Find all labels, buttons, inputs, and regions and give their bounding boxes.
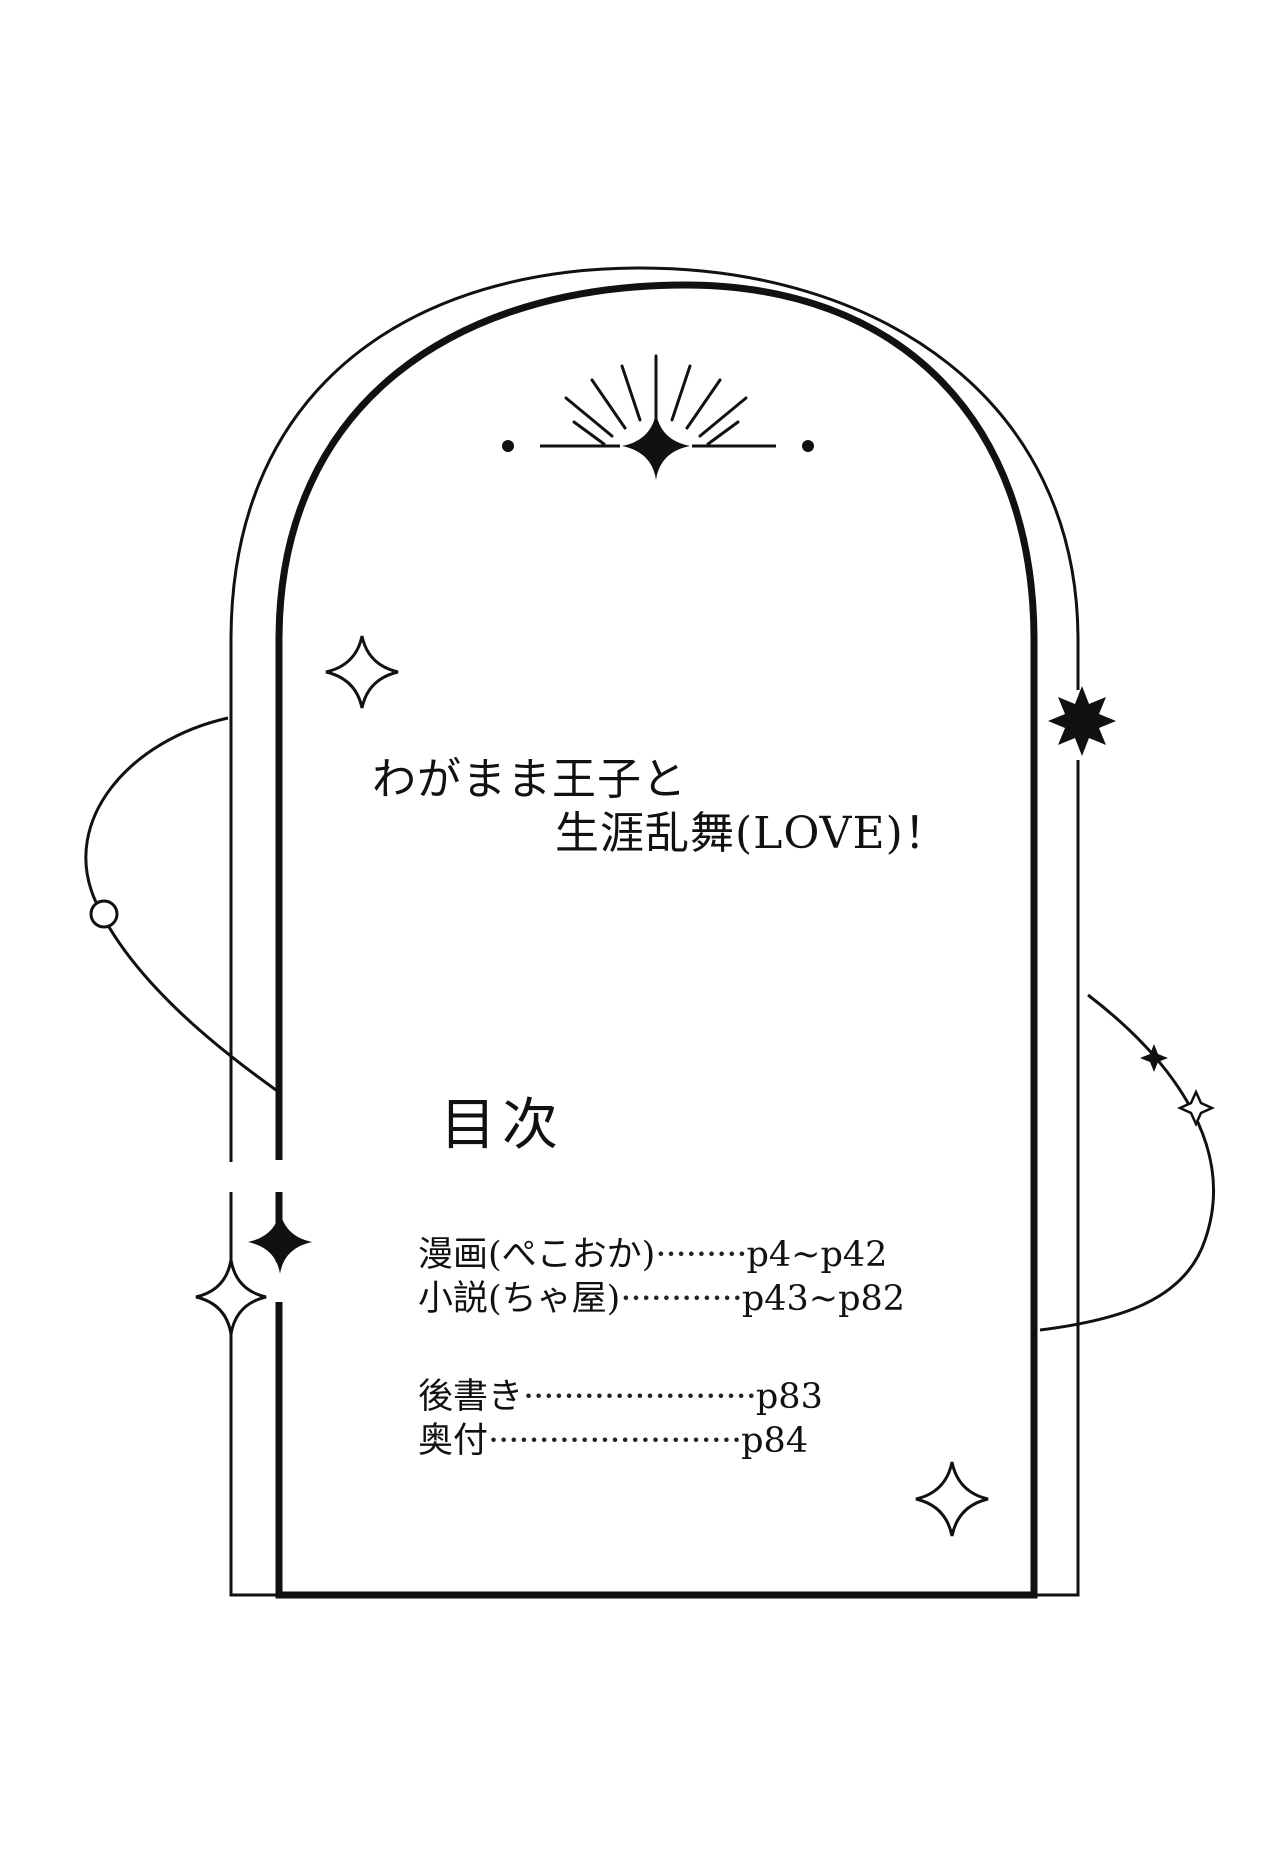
toc-entry-leader: ·······················	[523, 1377, 756, 1417]
toc-entry-leader: ············	[620, 1279, 742, 1319]
sparkle-icon	[1176, 1088, 1216, 1128]
toc-entry-label: 漫画(ぺこおか)	[418, 1235, 656, 1275]
toc-entry-manga: 漫画(ぺこおか) ········· p4~p42	[418, 1226, 978, 1275]
toc-entry-afterword: 後書き ······················· p83	[418, 1368, 978, 1417]
toc-heading: 目次	[440, 1093, 564, 1158]
book-title-line-1: わがまま王子と	[372, 754, 687, 805]
top-divider	[502, 412, 814, 480]
toc-entry-label: 後書き	[418, 1377, 524, 1417]
sparkle-icon	[915, 1461, 989, 1537]
sparkle-icon	[622, 412, 690, 480]
orbit-ring-icon	[84, 716, 1215, 1332]
inner-arch	[275, 281, 1038, 1599]
toc-entry-novel: 小説(ちゃ屋) ············ p43~p82	[418, 1270, 978, 1319]
toc-entry-page: p43~p82	[741, 1279, 906, 1319]
toc-entry-label: 奥付	[418, 1421, 489, 1461]
outer-arch	[229, 266, 1080, 1597]
toc-entry-leader: ·························	[488, 1421, 742, 1461]
toc-entry-leader: ·········	[655, 1235, 747, 1275]
table-of-contents: 漫画(ぺこおか) ········· p4~p42 小説(ちゃ屋) ······…	[418, 1226, 978, 1461]
toc-entry-page: p4~p42	[746, 1235, 888, 1275]
toc-entry-page: p83	[755, 1377, 823, 1417]
sparkle-icon	[248, 1210, 312, 1274]
sparkle-icon	[325, 635, 399, 709]
orbit-bead-icon	[89, 899, 119, 929]
book-title-line-2: 生涯乱舞(LOVE)！	[555, 808, 949, 859]
toc-entry-label: 小説(ちゃ屋)	[418, 1279, 621, 1319]
sparkle-icon	[1140, 1044, 1168, 1072]
toc-entry-colophon: 奥付 ························· p84	[418, 1412, 978, 1461]
sunburst-icon	[564, 354, 748, 446]
toc-entry-page: p84	[741, 1421, 809, 1461]
sparkle-icon	[195, 1259, 267, 1335]
star-burst-icon	[1048, 686, 1116, 756]
